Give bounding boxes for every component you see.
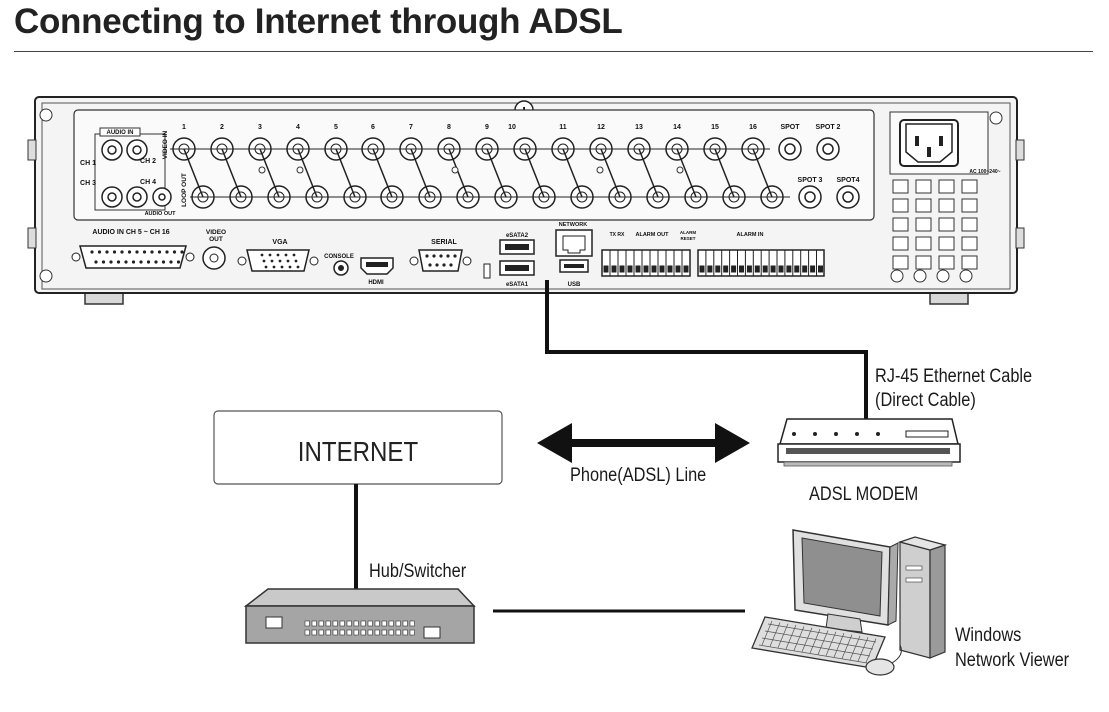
phone-line-arrow [537, 423, 750, 463]
console-label: CONSOLE [324, 254, 354, 260]
serial-label: SERIAL [431, 239, 457, 246]
channel-5-label: 5 [334, 124, 338, 131]
adsl-modem-icon [777, 418, 961, 467]
video-out-label-2: OUT [209, 236, 223, 243]
power-socket-icon [905, 123, 953, 163]
spot2-label: SPOT 2 [816, 124, 841, 131]
ch1-label: CH 1 [80, 160, 96, 167]
alarm-out-label: ALARM OUT [636, 232, 670, 238]
loop-links [170, 148, 790, 198]
usb-label: USB [568, 282, 581, 288]
video-out-label-1: VIDEO [206, 229, 226, 236]
channel-1-label: 1 [182, 124, 186, 131]
serial-port [418, 249, 463, 272]
audio-out-label: AUDIO OUT [145, 211, 177, 217]
esata2-label: eSATA2 [506, 233, 529, 239]
video-in-label: VIDEO IN [162, 130, 169, 159]
audio-in-db25-port [79, 245, 187, 269]
hub-switcher-label: Hub/Switcher [369, 561, 467, 582]
adsl-modem-label: ADSL MODEM [809, 484, 919, 505]
channel-9-label: 9 [485, 124, 489, 131]
ac-input-label: AC 100~240~ [969, 169, 1000, 175]
txrx-label: TX RX [610, 232, 625, 238]
esata1-label: eSATA1 [506, 282, 529, 288]
windows-pc-icon [751, 529, 948, 676]
alarm-in-label: ALARM IN [737, 232, 764, 238]
channel-12-label: 12 [597, 124, 605, 131]
channel-8-label: 8 [447, 124, 451, 131]
channel-3-label: 3 [258, 124, 262, 131]
audio-in-ch5-16-label: AUDIO IN CH 5 ~ CH 16 [92, 229, 169, 236]
windows-label: Windows [955, 625, 1022, 646]
channel-10-label: 10 [508, 124, 516, 131]
channel-13-label: 13 [635, 124, 643, 131]
audio-in-label: AUDIO IN [107, 130, 134, 136]
channel-15-label: 15 [711, 124, 719, 131]
rj45-cable-label: RJ-45 Ethernet Cable [875, 366, 1033, 387]
vga-port [246, 249, 310, 272]
hub-switch-icon [243, 588, 476, 644]
hdmi-label: HDMI [368, 280, 384, 286]
ch4-label: CH 4 [140, 179, 156, 186]
phone-line-label: Phone(ADSL) Line [570, 465, 707, 486]
channel-11-label: 11 [559, 124, 567, 131]
channel-16-label: 16 [749, 124, 757, 131]
channel-6-label: 6 [371, 124, 375, 131]
rj45-cable [545, 280, 868, 420]
loop-out-label: LOOP OUT [181, 173, 188, 207]
alarm-out-terminal [601, 249, 691, 277]
vga-label: VGA [272, 239, 287, 246]
ch2-label: CH 2 [140, 158, 156, 165]
channel-2-label: 2 [220, 124, 224, 131]
channel-4-label: 4 [296, 124, 300, 131]
alarm-reset-label-1: ALARM [680, 230, 696, 235]
dvr-rear-panel: + [27, 96, 1025, 305]
channel-7-label: 7 [409, 124, 413, 131]
direct-cable-label: (Direct Cable) [875, 390, 976, 411]
spot-label: SPOT [780, 124, 800, 131]
network-label: NETWORK [559, 222, 587, 228]
channel-14-label: 14 [673, 124, 681, 131]
network-viewer-label: Network Viewer [955, 650, 1070, 671]
spot3-label: SPOT 3 [798, 177, 823, 184]
internet-label: INTERNET [297, 436, 419, 467]
ch3-label: CH 3 [80, 180, 96, 187]
page-title: Connecting to Internet through ADSL [14, 2, 623, 41]
alarm-reset-label-2: RESET [680, 236, 695, 241]
spot4-label: SPOT4 [837, 177, 860, 184]
title-rule [14, 51, 1093, 52]
loop-out-connectors [191, 185, 784, 209]
